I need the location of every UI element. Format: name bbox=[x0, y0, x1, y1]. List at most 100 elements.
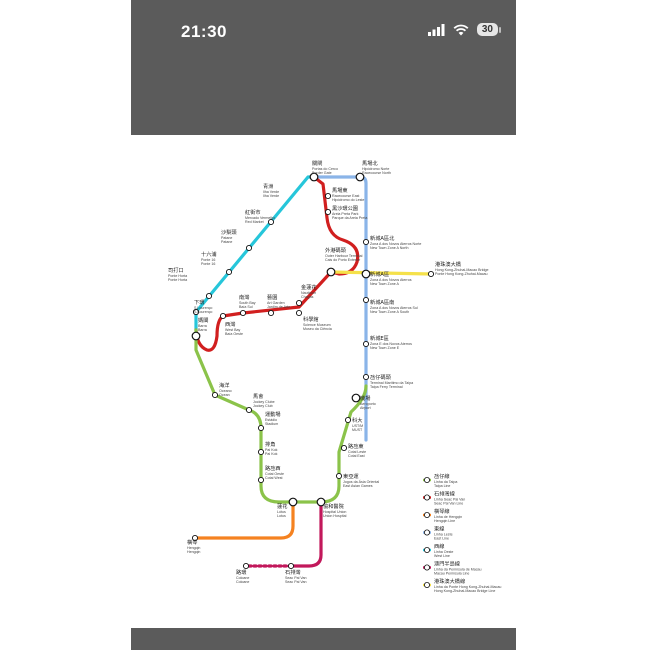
station-name-en: Hengqin bbox=[187, 546, 200, 550]
station-cotai-west[interactable] bbox=[257, 476, 265, 484]
legend-name-alt: East Line bbox=[434, 537, 449, 541]
station-portas[interactable] bbox=[309, 172, 319, 182]
legend-station-icon bbox=[423, 476, 430, 483]
station-zaa[interactable] bbox=[361, 269, 371, 279]
station-ponte[interactable] bbox=[205, 292, 213, 300]
station-jockey[interactable] bbox=[245, 406, 253, 414]
legend-name-zh: 港珠澳大橋線 bbox=[434, 577, 465, 585]
station-name-zh: 青洲 bbox=[263, 182, 273, 190]
station-name-en: Seac Pai Van bbox=[285, 576, 307, 580]
station-name-alt: Seac Pai Van bbox=[285, 580, 307, 584]
station-oeste[interactable] bbox=[219, 312, 227, 320]
station-hzmb[interactable] bbox=[427, 270, 435, 278]
station-name-en: Oceano bbox=[219, 389, 232, 393]
station-outer[interactable] bbox=[326, 267, 336, 277]
station-name-alt: Patane bbox=[221, 240, 232, 244]
station-name-zh: 科大 bbox=[352, 416, 362, 424]
station-jardim[interactable] bbox=[267, 309, 275, 317]
station-name-zh: 新城E區 bbox=[370, 334, 389, 342]
station-stadium[interactable] bbox=[257, 424, 265, 432]
station-ferry[interactable] bbox=[362, 373, 370, 381]
station-hip-norte[interactable] bbox=[355, 172, 365, 182]
station-name-alt: Museu da Ciência bbox=[303, 327, 332, 331]
station-name-alt: Ilha Verde bbox=[263, 194, 279, 198]
station-zte[interactable] bbox=[362, 340, 370, 348]
station-hip-leste[interactable] bbox=[324, 192, 332, 200]
station-must[interactable] bbox=[344, 416, 352, 424]
station-name-en: Lótus bbox=[277, 510, 286, 514]
station-hengqin[interactable] bbox=[191, 534, 199, 542]
station-name-en: Areia Preta Park bbox=[332, 212, 359, 216]
legend-name-zh: 西線 bbox=[434, 542, 444, 550]
station-lio[interactable] bbox=[267, 218, 275, 226]
station-name-alt: East Asian Games bbox=[343, 484, 373, 488]
station-name-en: Zona A dos Novos Aterros Sul bbox=[370, 306, 418, 310]
station-name-zh: 西灣 bbox=[225, 320, 235, 328]
legend-name-zh: 氹仔線 bbox=[434, 472, 450, 480]
station-name-alt: New Town Zone A North bbox=[370, 246, 409, 250]
station-name-alt: S.Lourenço bbox=[194, 310, 212, 314]
status-icons: 30 bbox=[427, 23, 502, 36]
legend-name-en: Linha de Hengqin bbox=[434, 515, 462, 519]
station-name-alt: Barra bbox=[198, 328, 207, 332]
station-union[interactable] bbox=[316, 497, 326, 507]
station-name-alt: Chagas bbox=[301, 295, 314, 299]
station-name-zh: 金蓮花 bbox=[301, 283, 317, 291]
station-name-en: Barra bbox=[198, 324, 207, 328]
station-coloane[interactable] bbox=[242, 562, 250, 570]
station-oceano[interactable] bbox=[211, 391, 219, 399]
station-ponte16[interactable] bbox=[192, 308, 200, 316]
station-mercado[interactable] bbox=[245, 244, 253, 252]
station-cotai-east[interactable] bbox=[340, 444, 348, 452]
station-zaan-n[interactable] bbox=[362, 238, 370, 246]
legend-station-icon bbox=[423, 582, 430, 589]
station-name-en: Cotai Leste bbox=[348, 450, 366, 454]
station-name-en: Zona E dos Novos Aterros bbox=[370, 342, 412, 346]
station-east-asian[interactable] bbox=[335, 472, 343, 480]
station-name-zh: 藝園 bbox=[267, 293, 277, 301]
station-name-en: Hong Kong-Zhuhai-Macao Bridge bbox=[435, 268, 489, 272]
station-areia-preta[interactable] bbox=[324, 208, 332, 216]
station-name-zh: 港珠澳大橋 bbox=[435, 260, 462, 268]
station-zaa-s[interactable] bbox=[362, 296, 370, 304]
station-seac[interactable] bbox=[287, 562, 295, 570]
station-name-alt: Jockey Club bbox=[253, 404, 273, 408]
station-patane[interactable] bbox=[225, 268, 233, 276]
station-nautica[interactable] bbox=[295, 299, 303, 307]
station-nam-van[interactable] bbox=[239, 309, 247, 317]
peninsula-line bbox=[289, 500, 323, 568]
station-name-zh: 南灣 bbox=[239, 293, 249, 301]
legend-station-icon bbox=[423, 547, 430, 554]
station-name-alt: Racecourse North bbox=[362, 171, 391, 175]
station-paikok[interactable] bbox=[257, 448, 265, 456]
station-name-alt: Hengqin bbox=[187, 550, 200, 554]
station-barra[interactable] bbox=[191, 331, 201, 341]
station-name-alt: Stadium bbox=[265, 422, 278, 426]
station-name-en: Art Garden bbox=[267, 301, 285, 305]
legend-name-alt: Seac Pai Van Line bbox=[434, 502, 463, 506]
station-name-alt: Cotai East bbox=[348, 454, 365, 458]
station-name-zh: 紅街市 bbox=[245, 208, 261, 216]
station-ciencia[interactable] bbox=[295, 309, 303, 317]
station-name-en: Jockey Clube bbox=[253, 400, 275, 404]
station-lotus[interactable] bbox=[288, 497, 298, 507]
station-name-zh: 新城A區 bbox=[370, 270, 389, 278]
station-airport[interactable] bbox=[351, 393, 361, 403]
